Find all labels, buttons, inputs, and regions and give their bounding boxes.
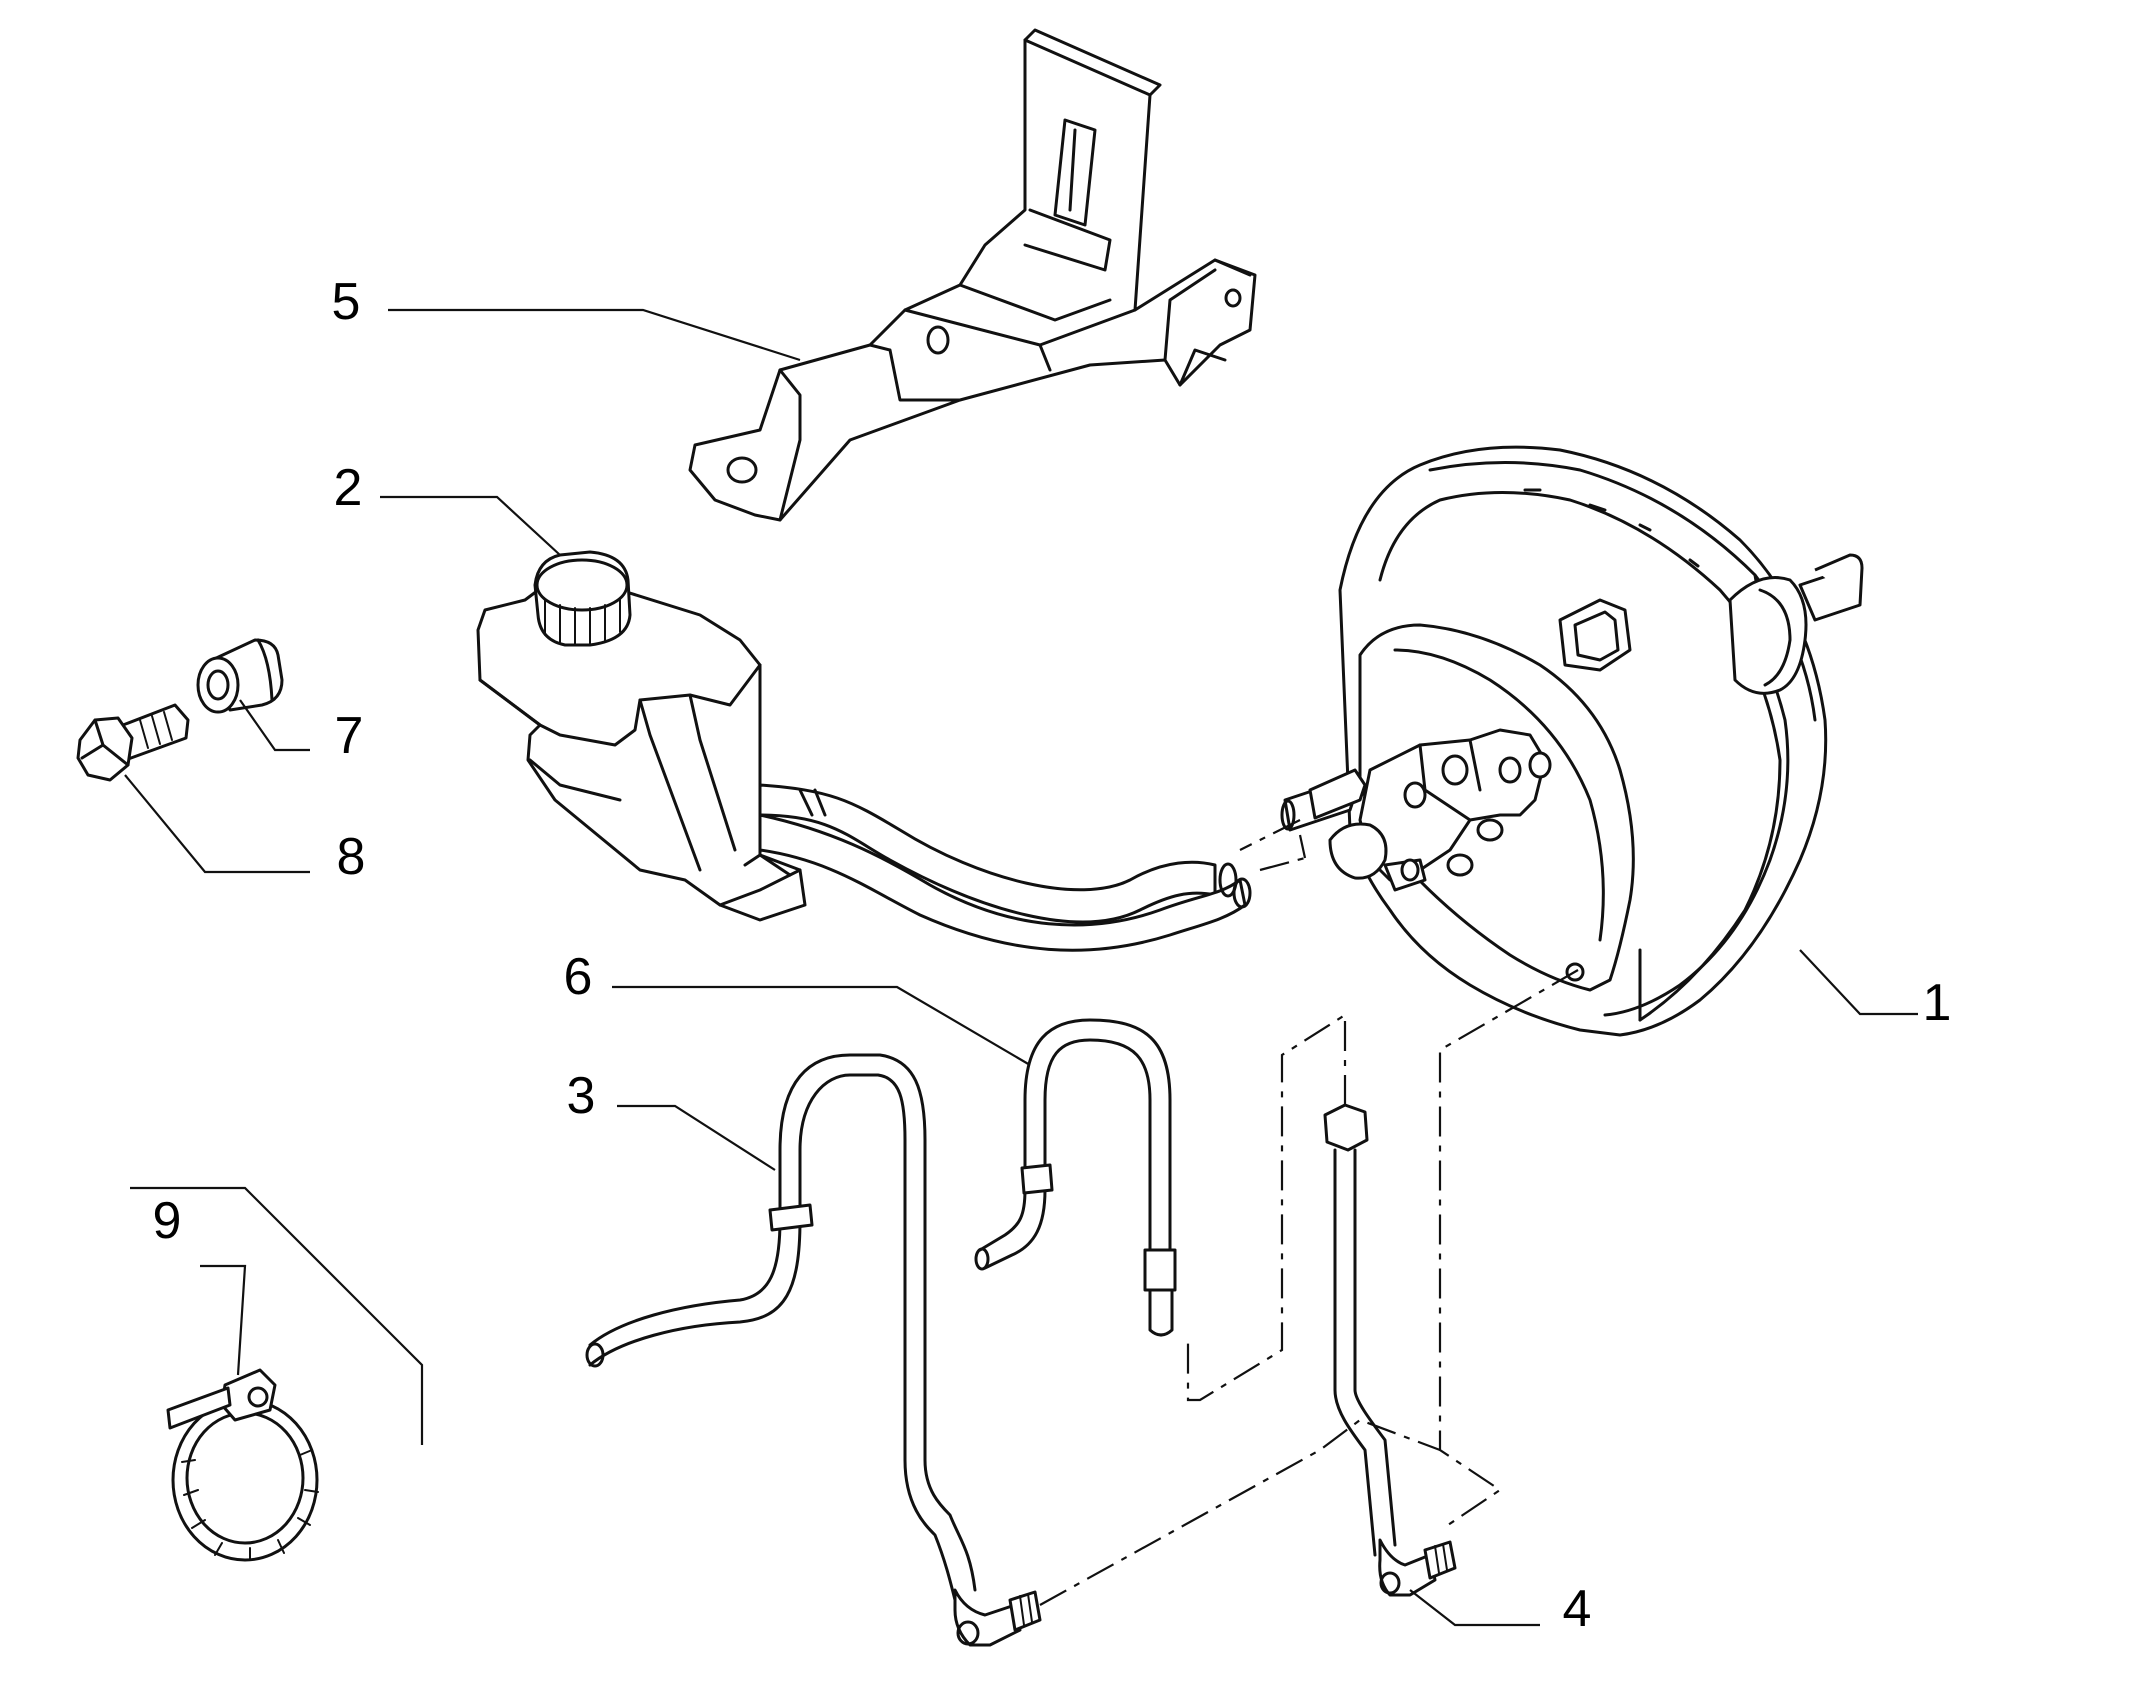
- part-2-reservoir: [476, 550, 1252, 952]
- callout-1: 1: [1922, 974, 1952, 1032]
- leader-line-4: [1409, 1589, 1540, 1627]
- callout-3: 3: [566, 1067, 596, 1125]
- callout-5: 5: [331, 273, 361, 331]
- callout-4: 4: [1562, 1580, 1592, 1638]
- leader-line-3: [617, 1104, 776, 1171]
- part-7-nut-insert: [196, 638, 284, 714]
- leader-line-1: [1799, 949, 1918, 1016]
- callout-7: 7: [334, 707, 364, 765]
- leader-line-8: [124, 774, 310, 874]
- part-6-brake-pipe: [974, 1018, 1177, 1337]
- assembly-lines: [1039, 819, 1579, 1606]
- callout-8: 8: [336, 828, 366, 886]
- leader-line-6: [612, 985, 1031, 1066]
- leader-lines: [124, 308, 1918, 1627]
- leader-line-5: [388, 308, 801, 362]
- part-5-bracket: [688, 28, 1257, 522]
- callout-9: 9: [152, 1192, 182, 1250]
- leader-line-9b: [130, 1186, 424, 1445]
- leader-line-7: [239, 699, 310, 752]
- part-8-bolt: [76, 703, 190, 782]
- leader-line-2: [380, 495, 561, 556]
- leader-line-9: [200, 1264, 247, 1376]
- part-9-hose-clamp: [166, 1368, 319, 1562]
- callout-2: 2: [333, 459, 363, 517]
- callout-6: 6: [563, 948, 593, 1006]
- part-3-brake-pipe: [585, 1053, 1042, 1647]
- part-1-brake-booster: [1280, 445, 1864, 1037]
- part-4-brake-pipe: [1323, 1103, 1457, 1597]
